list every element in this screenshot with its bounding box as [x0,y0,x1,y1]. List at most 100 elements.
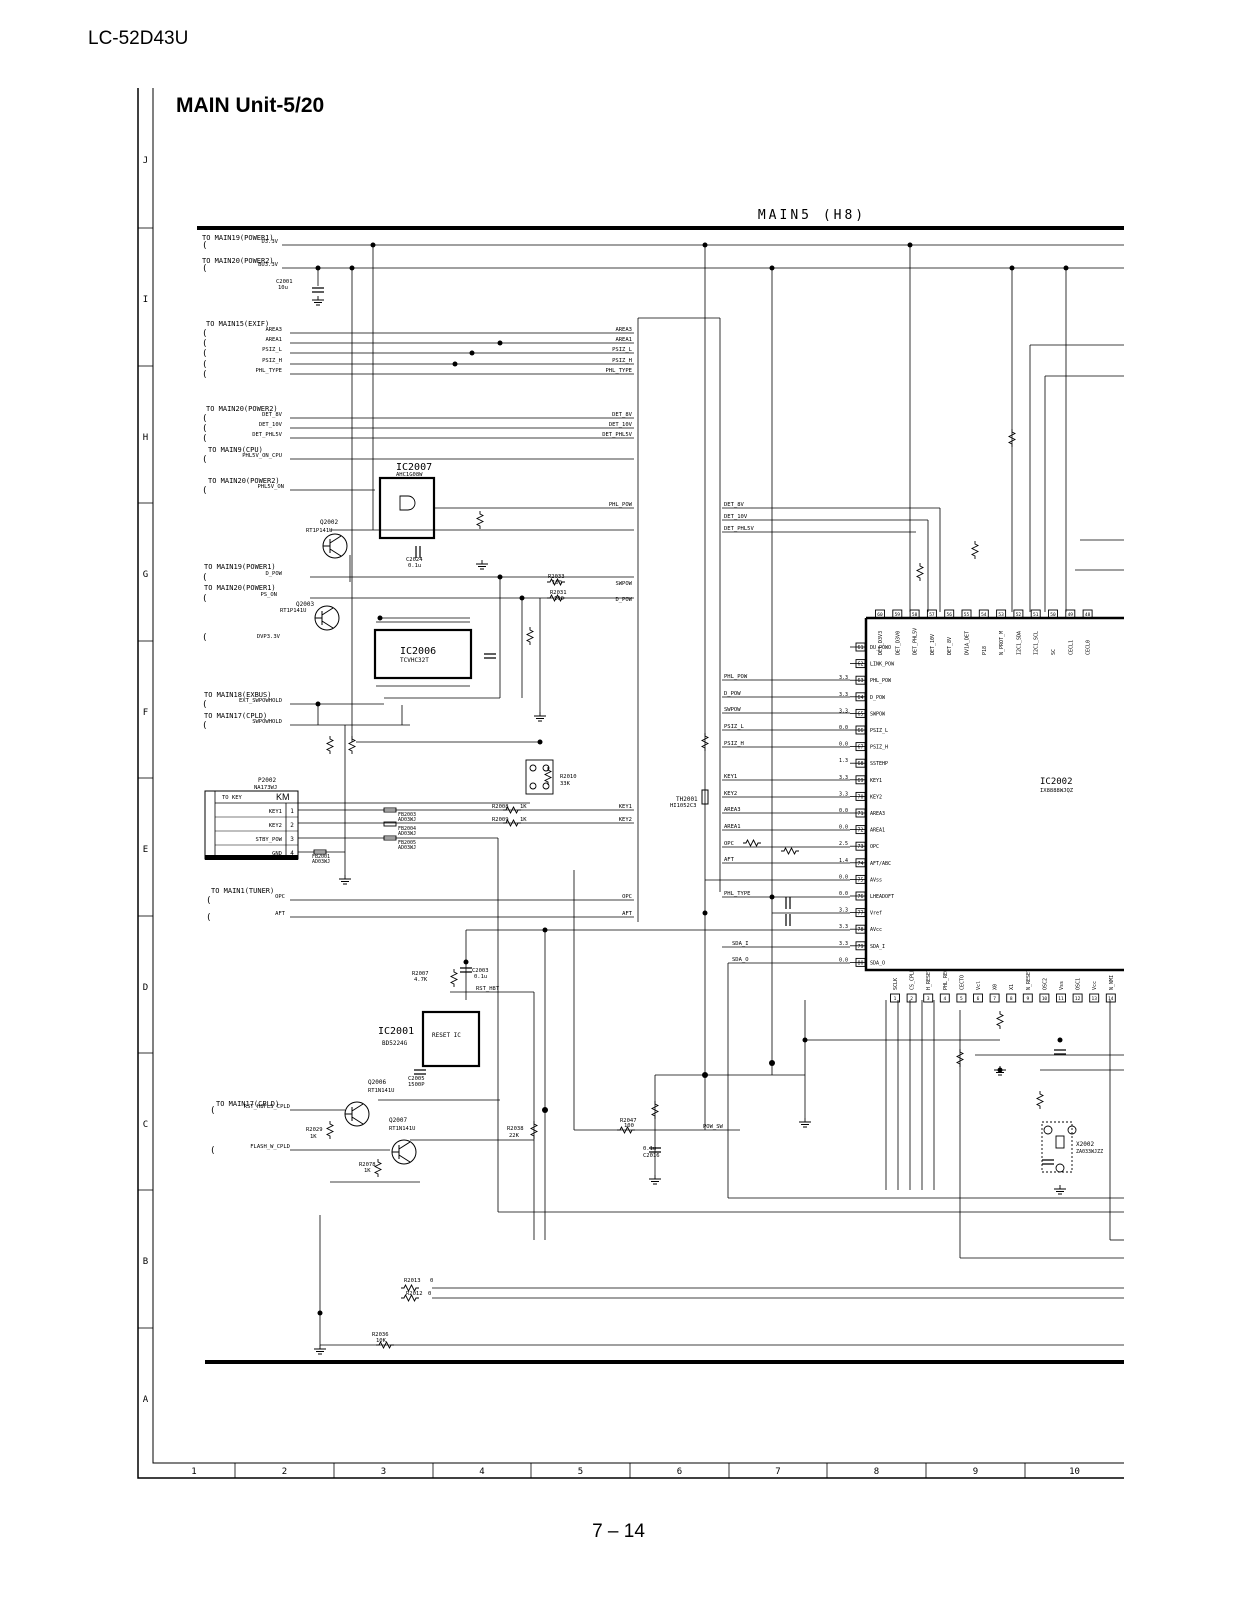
fb2003-value: AD03WJ [398,817,416,823]
row-label: G [143,570,148,580]
keypad-pin-label: STBY_POW [256,837,283,843]
svg-text:(: ( [202,370,207,380]
ic2002-pin-number: 67 [857,745,863,751]
svg-text:(: ( [206,896,211,906]
row-label: J [143,156,148,166]
c2001-ref: C2001 [276,279,293,285]
fb2001-ref: FB2001 [312,854,330,860]
ic2006-part: TCVHC32T [400,657,429,664]
sig-d-pow-left: D_POW [265,571,282,577]
conn-main20-power2-b: TO MAIN20(POWER2) [206,405,278,413]
resistor-symbols [326,428,1044,1349]
svg-text:(: ( [202,573,207,583]
ic2002-pin-name: LINK_POW [870,662,895,668]
r2009-ref: R2009 [492,817,509,823]
keypad-pin: STBY_POW 3 [215,836,298,846]
bus-swpow: SWPOW [615,581,632,587]
column-label: 6 [677,1467,682,1477]
row-label: I [143,295,148,305]
ic2002-part: IX8888WJQZ [1040,788,1074,794]
sig-d33v: D3.3V [261,239,278,245]
svg-text:(: ( [210,1106,215,1116]
row-label: B [143,1257,148,1267]
ic2002-top-pin-number: 52 [1016,612,1022,618]
column-label: 10 [1069,1467,1080,1477]
r2036-value: 10K [376,1338,387,1344]
th2001-part: HI1052C3 [670,803,697,809]
ic2002-pin-voltage: 0.0 [839,725,848,731]
ic2002-bottom-pin: 9N_RESET [1022,969,1033,1003]
ic2002-ref: IC2002 [1040,777,1073,787]
bus-det-phl5v: DET_PHL5V [602,432,632,438]
r2033-ref: R2033 [548,574,565,580]
ic2002-top-pin-name: P18 [982,646,988,655]
c2005-ref: C2005 [408,1076,425,1082]
ic2002-bottom-pin-name: Vss [1059,981,1065,990]
ic2001-ref: IC2001 [378,1026,414,1037]
sig-flash-w: FLASH_W_CPLD [250,1144,290,1150]
ic2002-pin-name: LHEADOFT [870,894,894,900]
keypad-pin-label: GND [272,851,282,857]
ic2002-pin-number: 63 [857,678,863,684]
crystal-x2002 [1041,1121,1077,1173]
sig-det-10v-left: DET_10V [259,422,283,428]
c2003-ref: C2003 [472,968,489,974]
conn-main17-cpld: TO MAIN17(CPLD) [204,712,267,720]
ic2002-pin-number: 72 [857,828,863,834]
keypad-pin-label: KEY2 [269,823,282,829]
r2010-value: 33K [560,781,571,787]
sig-det-phl5v-left: DET_PHL5V [252,432,282,438]
ic2002-bottom-pin-name: X1 [1009,984,1015,990]
keypad-connector: P2002 NA173WJ TO KEY KM [204,777,299,860]
ic2002-top-pin-name: I2C1_SDA [1016,631,1022,655]
r2047-ref: R2047 [620,1118,637,1124]
ic2002-bottom-pin-name: PHL_REG [943,969,949,990]
sig-rst-h8fls: RST_H8FLS_CPLD [244,1104,290,1110]
r2038-value: 22K [509,1133,520,1139]
ic2002-pin-name: KEY2 [870,794,882,800]
ic2002-top-pin-number: 50 [1050,612,1056,618]
diode-bridge [525,759,554,795]
ic2002-bottom-pin-number: 5 [960,996,963,1002]
fb2003-ref: FB2003 [398,812,416,818]
fb2004-value: AD03WJ [398,831,416,837]
ic2007: IC2007 AHC1G08W [378,462,436,540]
q2002-symbol [322,533,348,559]
ic2002-pin-voltage: 0.0 [839,808,848,814]
ic2002-bottom-pin-name: OSC2 [1042,978,1048,990]
bus-aft: AFT [622,911,633,917]
c2001-value: 10u [278,285,288,291]
keypad-ref: P2002 [258,777,276,784]
keypad-pin-number: 3 [290,836,294,843]
ic2002-top-pin-name: DET_8V [947,637,953,655]
bus-key2: KEY2 [619,817,632,823]
ic2002-pin-name: SDA_O [870,960,885,966]
column-label: 2 [282,1467,287,1477]
bus-det-10v: DET_10V [609,422,633,428]
keypad-tag: KM [276,792,290,802]
q2006-symbol [344,1101,370,1127]
bus-key1: KEY1 [619,804,632,810]
bus2-psiz-l: PSIZ_L [724,724,745,730]
ic2002-bottom-pin-number: 13 [1091,996,1097,1002]
ic2002-bottom-pin-name: X0 [993,984,999,990]
ic2002-pin-voltage: 1.4 [839,858,848,864]
ic2002-bottom-pin-name: N_NMI [1109,975,1115,990]
sig-area1-left: AREA1 [265,337,282,343]
bus2-opc: OPC [724,841,734,847]
